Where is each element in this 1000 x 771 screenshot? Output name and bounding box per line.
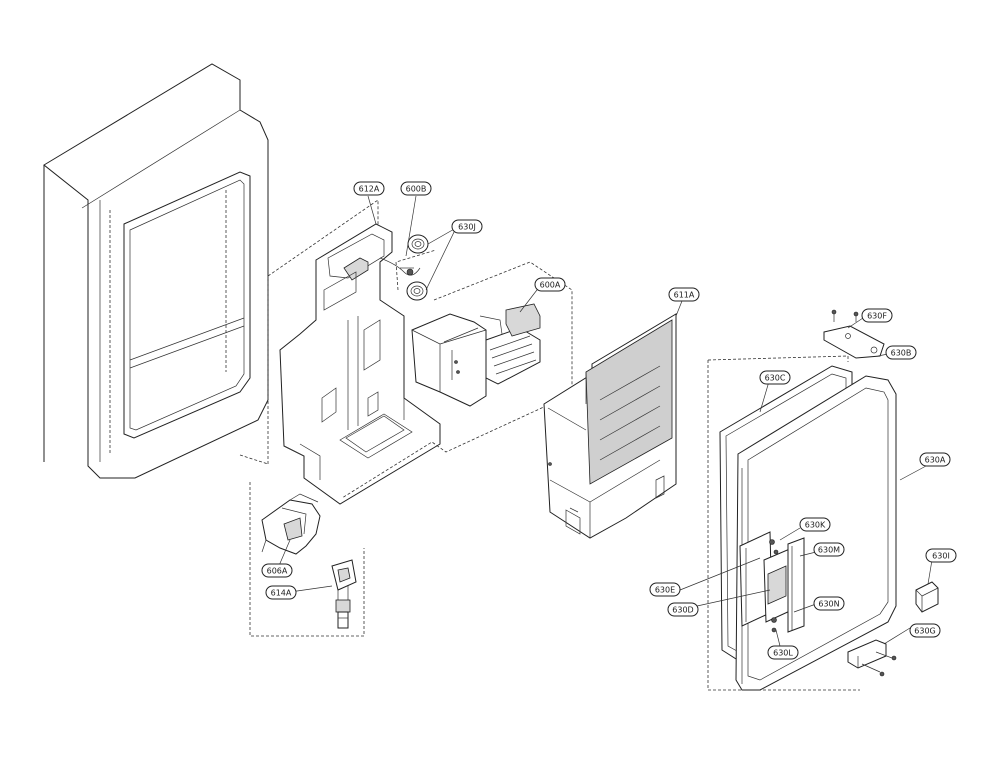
wire-connector bbox=[379, 257, 421, 276]
door-assembly-group bbox=[707, 355, 860, 691]
switch-assembly bbox=[249, 482, 365, 637]
hinge-cap bbox=[915, 581, 939, 613]
callout-630I-text: 630I bbox=[932, 552, 950, 561]
callout-606A: 606A bbox=[261, 563, 293, 578]
callout-630C: 630C bbox=[759, 370, 791, 385]
callout-630E: 630E bbox=[649, 582, 681, 597]
lamp-socket-lower bbox=[406, 281, 428, 301]
callout-630B: 630B bbox=[885, 345, 917, 360]
door-handle bbox=[739, 531, 805, 633]
lamp-bulb bbox=[331, 559, 357, 629]
callout-630K: 630K bbox=[799, 517, 831, 532]
lamp-socket-upper bbox=[407, 234, 429, 254]
callout-630N: 630N bbox=[813, 596, 845, 611]
callout-630L-text: 630L bbox=[773, 649, 793, 658]
callout-630G-text: 630G bbox=[914, 627, 935, 636]
upper-hinge bbox=[823, 309, 885, 359]
callout-600A-text: 600A bbox=[540, 281, 561, 290]
callout-614A: 614A bbox=[265, 585, 297, 600]
callout-630A-text: 630A bbox=[925, 456, 946, 465]
callout-600A: 600A bbox=[534, 277, 566, 292]
callout-630F: 630F bbox=[861, 308, 893, 323]
callout-611A: 611A bbox=[668, 287, 700, 302]
dispenser-module-group bbox=[341, 261, 573, 499]
callout-614A-text: 614A bbox=[271, 589, 292, 598]
callout-612A: 612A bbox=[353, 181, 385, 196]
callout-600B-text: 600B bbox=[406, 185, 427, 194]
callout-630M-text: 630M bbox=[818, 546, 840, 555]
callout-630K-text: 630K bbox=[805, 521, 826, 530]
callout-630G: 630G bbox=[909, 623, 941, 638]
callout-630A: 630A bbox=[919, 452, 951, 467]
dispenser-housing bbox=[239, 199, 441, 505]
callout-630D: 630D bbox=[667, 602, 699, 617]
callout-630M: 630M bbox=[813, 542, 845, 557]
callout-630N-text: 630N bbox=[818, 600, 839, 609]
callout-612A-text: 612A bbox=[359, 185, 380, 194]
callout-611A-text: 611A bbox=[674, 291, 695, 300]
insulation-panel bbox=[543, 313, 677, 539]
lower-bracket bbox=[847, 639, 897, 677]
callout-630L: 630L bbox=[767, 645, 799, 660]
callout-630C-text: 630C bbox=[765, 374, 786, 383]
callout-630I: 630I bbox=[925, 548, 957, 563]
callout-600B: 600B bbox=[400, 181, 432, 196]
callout-630E-text: 630E bbox=[655, 586, 675, 595]
callout-630B-text: 630B bbox=[891, 349, 912, 358]
callout-630D-text: 630D bbox=[672, 606, 693, 615]
door-outer-panel bbox=[43, 63, 269, 479]
leader-lines bbox=[277, 195, 933, 647]
callout-630F-text: 630F bbox=[867, 312, 887, 321]
callout-630J: 630J bbox=[451, 219, 483, 234]
callout-606A-text: 606A bbox=[267, 567, 288, 576]
callout-630J-text: 630J bbox=[458, 223, 476, 232]
